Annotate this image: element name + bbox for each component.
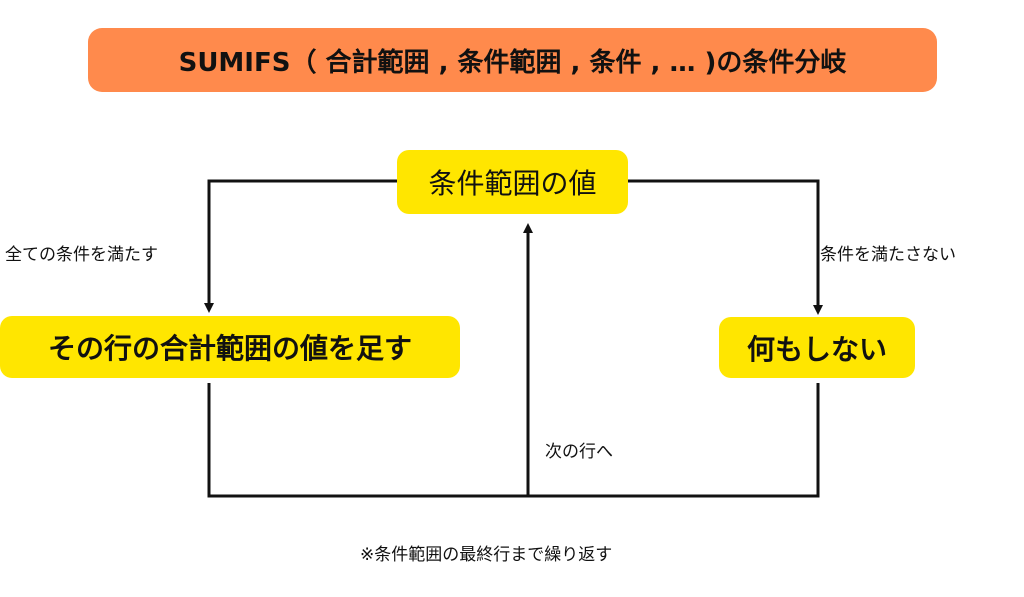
yes-branch-line: [204, 179, 397, 313]
yes-label: 全ての条件を満たす: [5, 245, 158, 265]
do-nothing-node: 何もしない: [719, 317, 915, 378]
repeat-note: ※条件範囲の最終行まで繰り返す: [360, 545, 613, 565]
condition-value-node: 条件範囲の値: [397, 150, 628, 214]
add-sum-node: その行の合計範囲の値を足す: [0, 316, 460, 378]
no-branch-line: [628, 179, 823, 315]
next-row-label: 次の行へ: [545, 442, 613, 462]
page-title: SUMIFS（ 合計範囲 , 条件範囲 , 条件 , … )の条件分岐: [88, 28, 937, 92]
loop-line: [207, 383, 820, 498]
no-label: 条件を満たさない: [820, 245, 956, 265]
